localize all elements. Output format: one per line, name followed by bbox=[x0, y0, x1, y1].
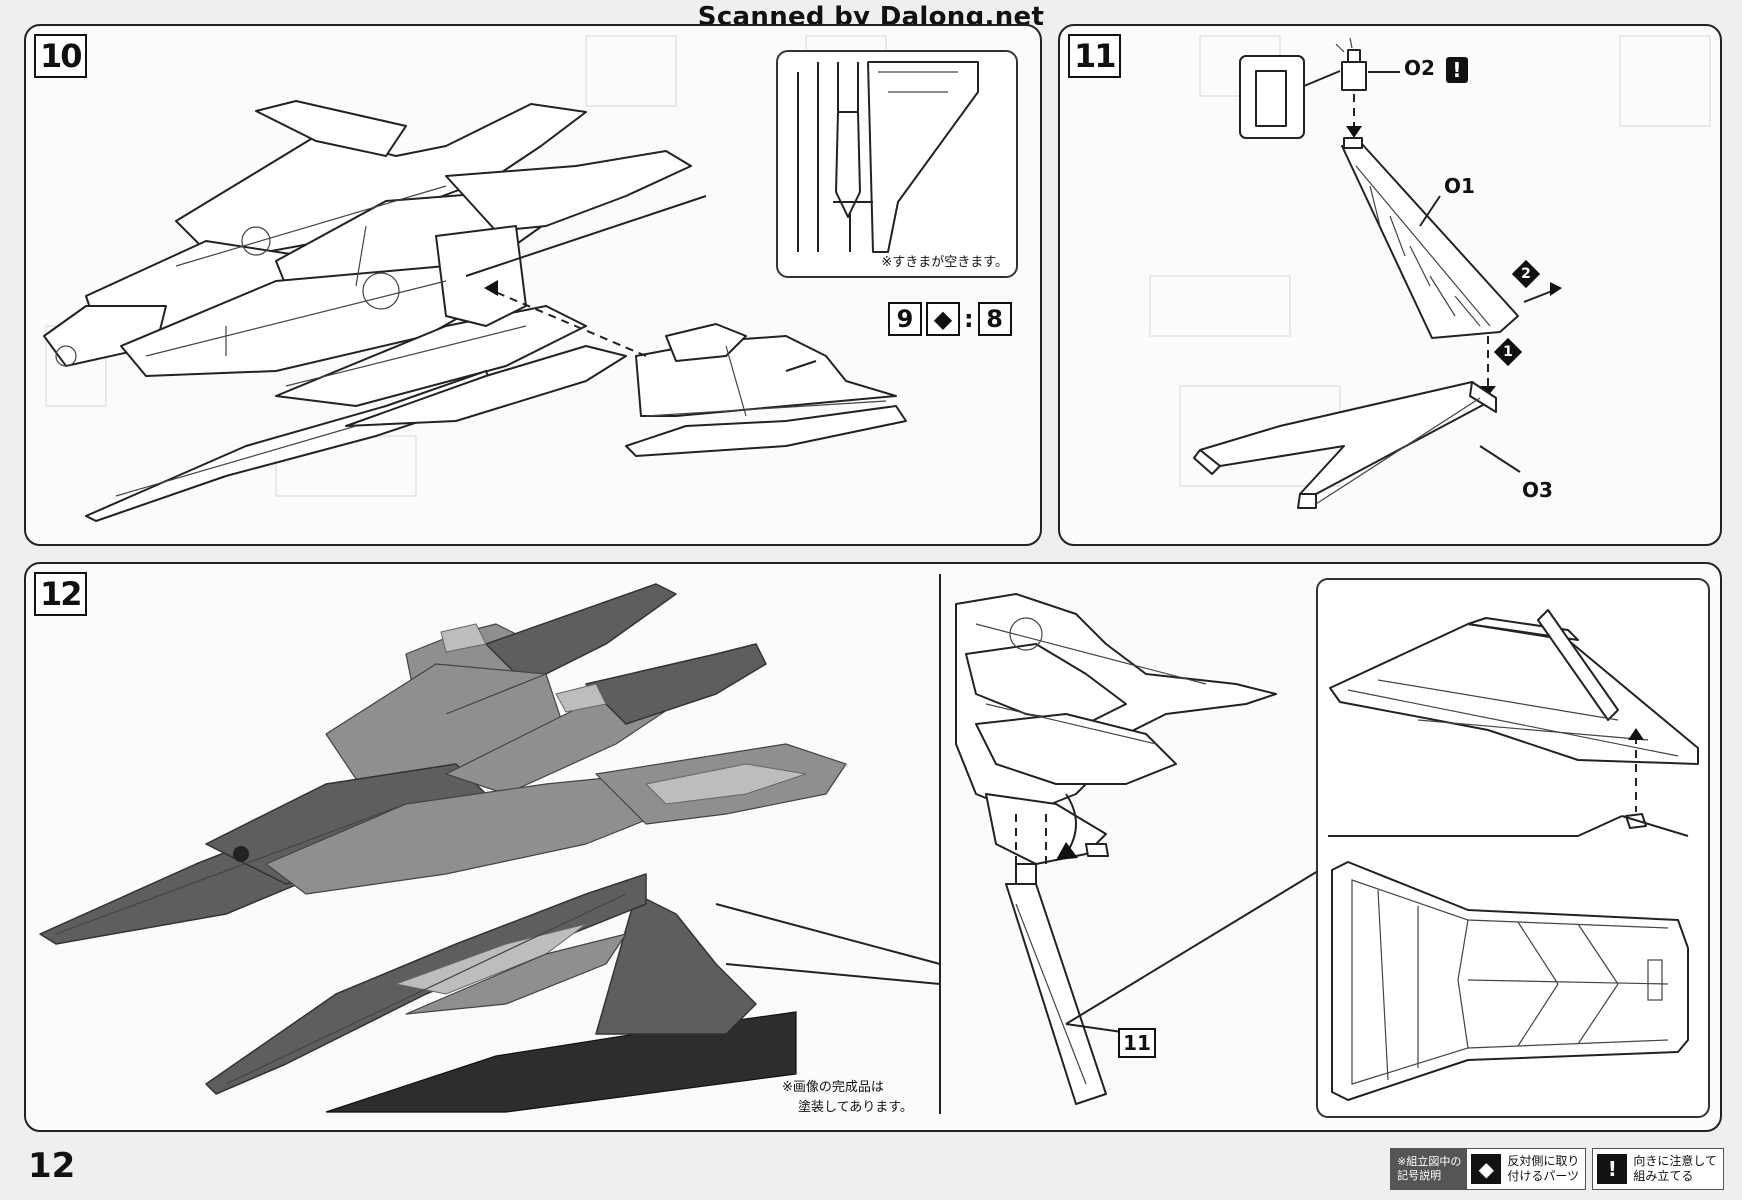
stand-underside-inset bbox=[1316, 578, 1710, 1118]
exclamation-icon: ! bbox=[1445, 56, 1468, 83]
arrow-step-1-badge: 1 bbox=[1496, 340, 1520, 364]
exclamation-icon: ! bbox=[1597, 1154, 1628, 1184]
legend-mirror-line-2: 付けるパーツ bbox=[1507, 1169, 1580, 1183]
step-10-panel: 10 bbox=[24, 24, 1042, 546]
part-label-o1: O1 bbox=[1444, 174, 1475, 198]
symbol-legend: ※組立図中の 記号説明 ◆ 反対側に取り 付けるパーツ ! 向きに注意して 組み… bbox=[1390, 1148, 1724, 1190]
photo-note-line-2: 塗装してあります。 bbox=[798, 1100, 913, 1115]
legend-caption-line-2: 記号説明 bbox=[1397, 1169, 1442, 1182]
step-12-panel: 12 bbox=[24, 562, 1722, 1132]
mirror-parts-icon: ◆ bbox=[926, 302, 960, 336]
part-o2-text: O2 bbox=[1404, 56, 1435, 80]
step-12-drawing bbox=[39, 574, 1347, 1114]
photo-note-line-1: ※画像の完成品は bbox=[782, 1080, 884, 1095]
step-number: 12 bbox=[34, 572, 87, 616]
stand-mount-detail bbox=[955, 593, 1347, 1105]
stand-underside-drawing bbox=[1328, 609, 1699, 1101]
gap-note: ※すきまが空きます。 bbox=[881, 255, 1008, 270]
legend-caution-text: 向きに注意して 組み立てる bbox=[1631, 1154, 1723, 1184]
part-label-o3: O3 bbox=[1522, 478, 1553, 502]
step-number: 10 bbox=[34, 34, 87, 78]
legend-caution-line-1: 向きに注意して bbox=[1633, 1154, 1717, 1168]
arrow-step-2-badge: 2 bbox=[1514, 262, 1538, 286]
legend-caution-line-2: 組み立てる bbox=[1633, 1169, 1694, 1183]
mirror-parts-icon: ◆ bbox=[1471, 1154, 1502, 1184]
legend-mirror-text: 反対側に取り 付けるパーツ bbox=[1505, 1154, 1585, 1184]
ref-step-11: 11 bbox=[1118, 1028, 1156, 1058]
step-number: 11 bbox=[1068, 34, 1121, 78]
step-11-drawing bbox=[1149, 35, 1711, 509]
legend-mirror-line-1: 反対側に取り bbox=[1507, 1154, 1580, 1168]
ref-part-9: 9 bbox=[888, 302, 922, 336]
page-number: 12 bbox=[28, 1146, 76, 1186]
ref-separator: : bbox=[964, 305, 974, 333]
fighter-assembly bbox=[43, 100, 692, 522]
part-label-o2: O2 ! bbox=[1404, 56, 1468, 83]
detail-drawing bbox=[797, 61, 979, 253]
parts-reference: 9 ◆ : 8 bbox=[888, 302, 1012, 336]
finished-model-photo bbox=[39, 583, 847, 1113]
ref-part-8: 8 bbox=[977, 302, 1012, 336]
wing-part bbox=[625, 323, 907, 457]
legend-caption-box: ※組立図中の 記号説明 bbox=[1391, 1149, 1468, 1189]
legend-caution: ! 向きに注意して 組み立てる bbox=[1592, 1148, 1724, 1190]
detail-inset: ※すきまが空きます。 bbox=[776, 50, 1018, 278]
step-11-panel: 11 bbox=[1058, 24, 1722, 546]
step-10-drawing bbox=[43, 35, 907, 522]
legend-caption: ※組立図中の 記号説明 ◆ 反対側に取り 付けるパーツ bbox=[1390, 1148, 1587, 1190]
legend-caption-line-1: ※組立図中の bbox=[1397, 1155, 1462, 1168]
